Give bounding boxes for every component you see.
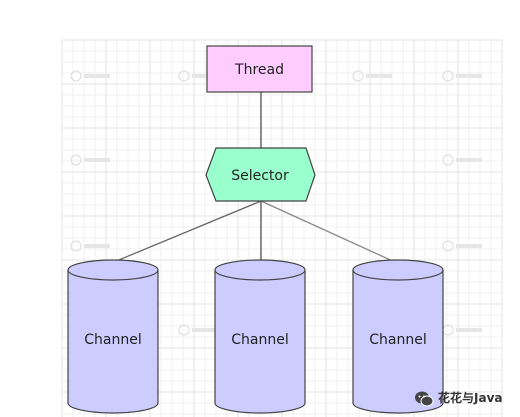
watermark-stamp	[70, 154, 82, 166]
channel-node: Channel	[214, 259, 306, 414]
watermark-stamp	[70, 240, 82, 252]
thread-node: Thread	[206, 45, 313, 93]
channel-label: Channel	[231, 332, 288, 348]
watermark-stamp	[84, 158, 110, 162]
watermark-stamp	[456, 244, 482, 248]
watermark-stamp	[442, 240, 454, 252]
watermark-stamp	[192, 74, 218, 78]
watermark-stamp	[70, 70, 82, 82]
watermark-stamp	[456, 158, 482, 162]
selector-node: Selector	[205, 147, 316, 202]
channel-label: Channel	[369, 332, 426, 348]
channel-node: Channel	[352, 259, 444, 414]
watermark-stamp	[442, 70, 454, 82]
watermark-stamp	[192, 328, 218, 332]
watermark-title: 花花与Java	[438, 391, 503, 405]
watermark-stamp	[366, 74, 392, 78]
watermark-stamp	[84, 74, 110, 78]
watermark-stamp	[456, 328, 482, 332]
selector-label: Selector	[231, 168, 289, 184]
channel-node: Channel	[67, 259, 159, 414]
watermark-stamp	[352, 70, 364, 82]
connector-selector-channel-1	[113, 200, 262, 263]
watermark-stamp	[456, 74, 482, 78]
thread-label: Thread	[234, 62, 284, 78]
watermark-badge: 花花与Java	[414, 384, 516, 414]
watermark-stamp	[442, 154, 454, 166]
watermark-stamp	[84, 244, 110, 248]
watermark-stamp	[178, 70, 190, 82]
watermark-stamp	[178, 324, 190, 336]
channel-label: Channel	[84, 332, 141, 348]
chat-bubble-icon	[415, 391, 434, 407]
connector-selector-channel-3	[260, 200, 398, 264]
